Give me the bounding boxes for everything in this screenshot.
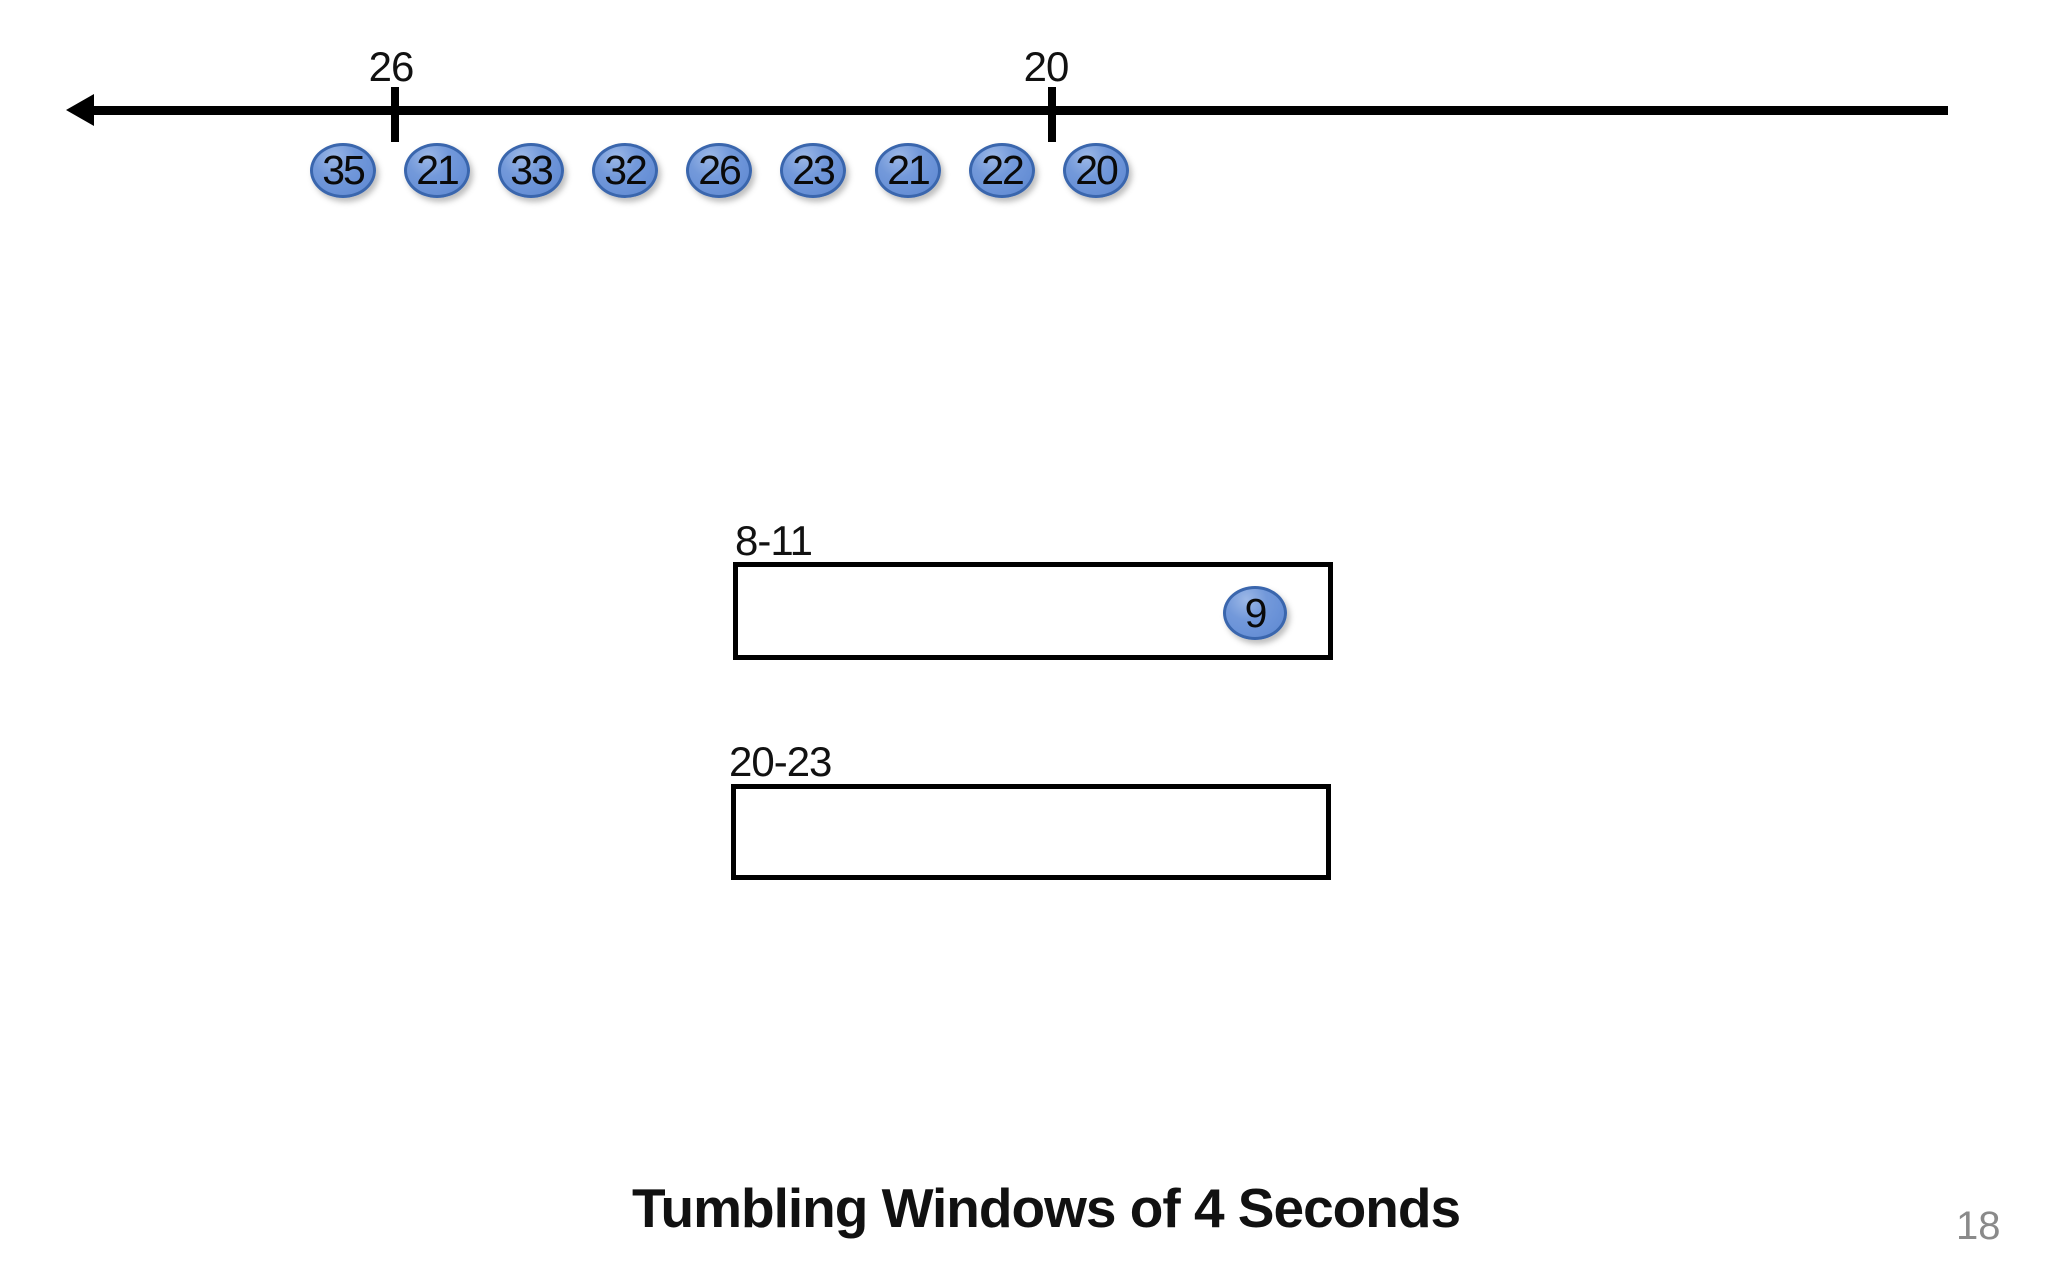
event-bubble: 22 — [969, 143, 1035, 198]
window-label-8-11: 8-11 — [735, 517, 813, 564]
event-bubble: 21 — [404, 143, 470, 198]
page-number: 18 — [1956, 1204, 2001, 1248]
event-bubble: 9 — [1223, 586, 1287, 640]
window-box-20-23 — [731, 784, 1331, 880]
tick-label-20: 20 — [1023, 43, 1070, 90]
event-bubble: 20 — [1063, 143, 1129, 198]
event-bubble: 32 — [592, 143, 658, 198]
tick-mark-20 — [1048, 87, 1056, 142]
tick-mark-26 — [391, 87, 399, 142]
tick-label-26: 26 — [368, 43, 415, 90]
window-label-20-23: 20-23 — [729, 738, 832, 785]
event-bubble: 23 — [780, 143, 846, 198]
slide-title: Tumbling Windows of 4 Seconds — [631, 1177, 1461, 1239]
event-bubble: 33 — [498, 143, 564, 198]
event-bubble: 35 — [310, 143, 376, 198]
time-axis-line — [88, 106, 1948, 115]
event-bubble: 21 — [875, 143, 941, 198]
event-bubble: 26 — [686, 143, 752, 198]
